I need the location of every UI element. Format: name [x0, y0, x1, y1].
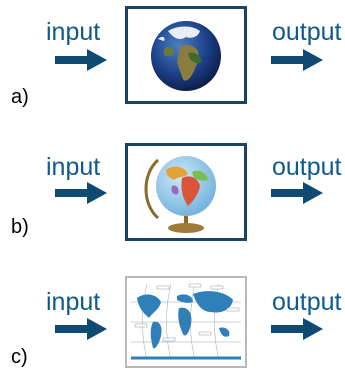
image-frame	[125, 276, 247, 368]
world-map-image	[131, 283, 241, 361]
desk-globe-image	[144, 156, 216, 233]
input-arrow-icon	[55, 182, 107, 204]
row-letter: b)	[11, 216, 29, 238]
input-label: input	[46, 18, 101, 46]
input-arrow-icon	[55, 49, 107, 71]
input-label: input	[46, 288, 101, 316]
image-frame	[125, 143, 247, 241]
output-arrow-icon	[271, 182, 323, 204]
input-label: input	[46, 153, 101, 181]
image-frame	[125, 6, 247, 104]
input-arrow-icon	[55, 318, 107, 340]
output-label: output	[272, 153, 342, 181]
output-label: output	[272, 18, 342, 46]
output-arrow-icon	[271, 318, 323, 340]
earth-globe-image	[151, 21, 221, 91]
output-label: output	[272, 288, 342, 316]
row-letter: c)	[11, 346, 28, 368]
output-arrow-icon	[271, 49, 323, 71]
row-letter: a)	[11, 86, 29, 108]
